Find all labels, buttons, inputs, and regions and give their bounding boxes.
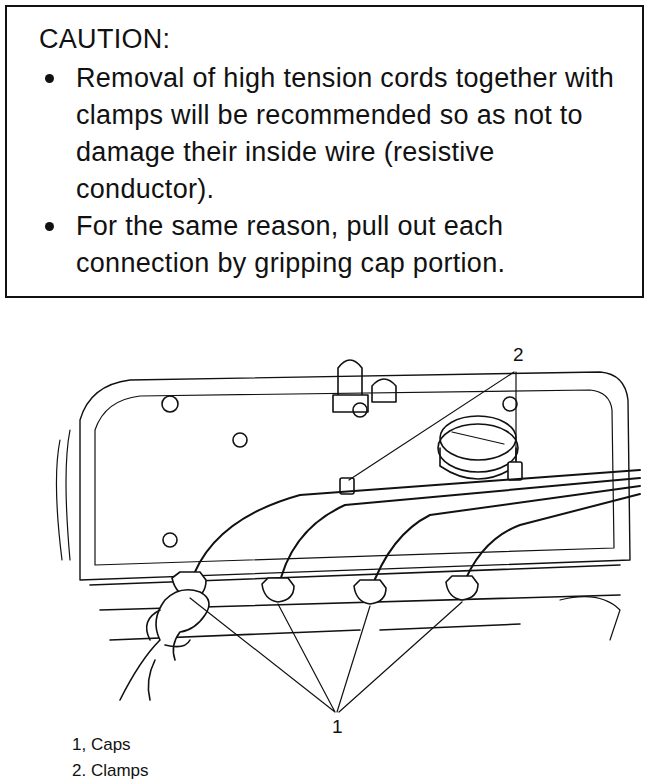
legend-item: 2. Clamps [70,761,151,780]
bullet-dot [45,74,54,83]
callout-number: 2 [511,344,526,366]
legend-item: 1, Caps [70,735,133,755]
caution-item: For the same reason, pull out each conne… [39,208,626,282]
caution-heading: CAUTION: [39,21,626,58]
caution-item: Removal of high tension cords together w… [39,60,626,208]
bullet-dot [45,222,54,231]
caution-box: CAUTION:Removal of high tension cords to… [5,5,644,298]
callout-number: 1 [330,716,345,738]
